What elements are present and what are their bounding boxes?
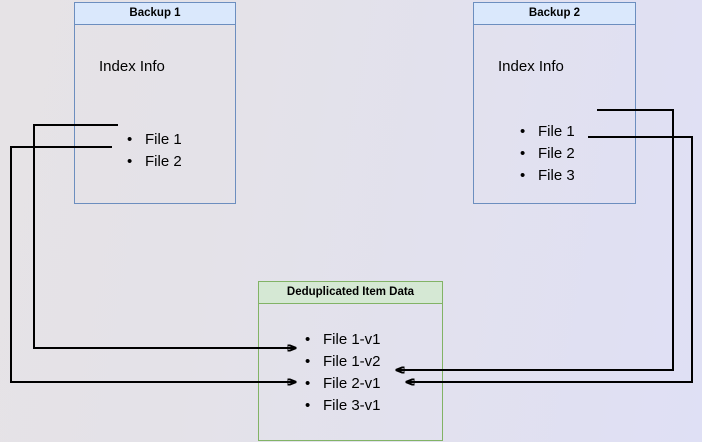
node-backup-1-file-list: File 1 File 2 <box>127 129 182 173</box>
list-item[interactable]: File 3-v1 <box>305 395 381 417</box>
node-backup-2-file-list: File 1 File 2 File 3 <box>520 121 575 187</box>
node-backup-2-body: Index Info File 1 File 2 File 3 <box>474 25 635 203</box>
node-backup-2-subtitle: Index Info <box>498 58 564 75</box>
node-backup-2-title: Backup 2 <box>474 3 635 25</box>
list-item[interactable]: File 3 <box>520 165 575 187</box>
node-backup-1-subtitle: Index Info <box>99 58 165 75</box>
node-backup-1-title: Backup 1 <box>75 3 235 25</box>
list-item[interactable]: File 2 <box>127 151 182 173</box>
list-item[interactable]: File 2-v1 <box>305 373 381 395</box>
node-backup-1-body: Index Info File 1 File 2 <box>75 25 235 203</box>
list-item[interactable]: File 1 <box>127 129 182 151</box>
node-deduplicated-item-data-body: File 1-v1 File 1-v2 File 2-v1 File 3-v1 <box>259 304 442 440</box>
list-item[interactable]: File 1 <box>520 121 575 143</box>
list-item[interactable]: File 2 <box>520 143 575 165</box>
list-item[interactable]: File 1-v1 <box>305 329 381 351</box>
node-backup-2[interactable]: Backup 2 Index Info File 1 File 2 File 3 <box>473 2 636 204</box>
node-deduplicated-item-data[interactable]: Deduplicated Item Data File 1-v1 File 1-… <box>258 281 443 441</box>
node-deduplicated-item-data-title: Deduplicated Item Data <box>259 282 442 304</box>
list-item[interactable]: File 1-v2 <box>305 351 381 373</box>
node-deduplicated-item-data-list: File 1-v1 File 1-v2 File 2-v1 File 3-v1 <box>305 329 381 417</box>
node-backup-1[interactable]: Backup 1 Index Info File 1 File 2 <box>74 2 236 204</box>
